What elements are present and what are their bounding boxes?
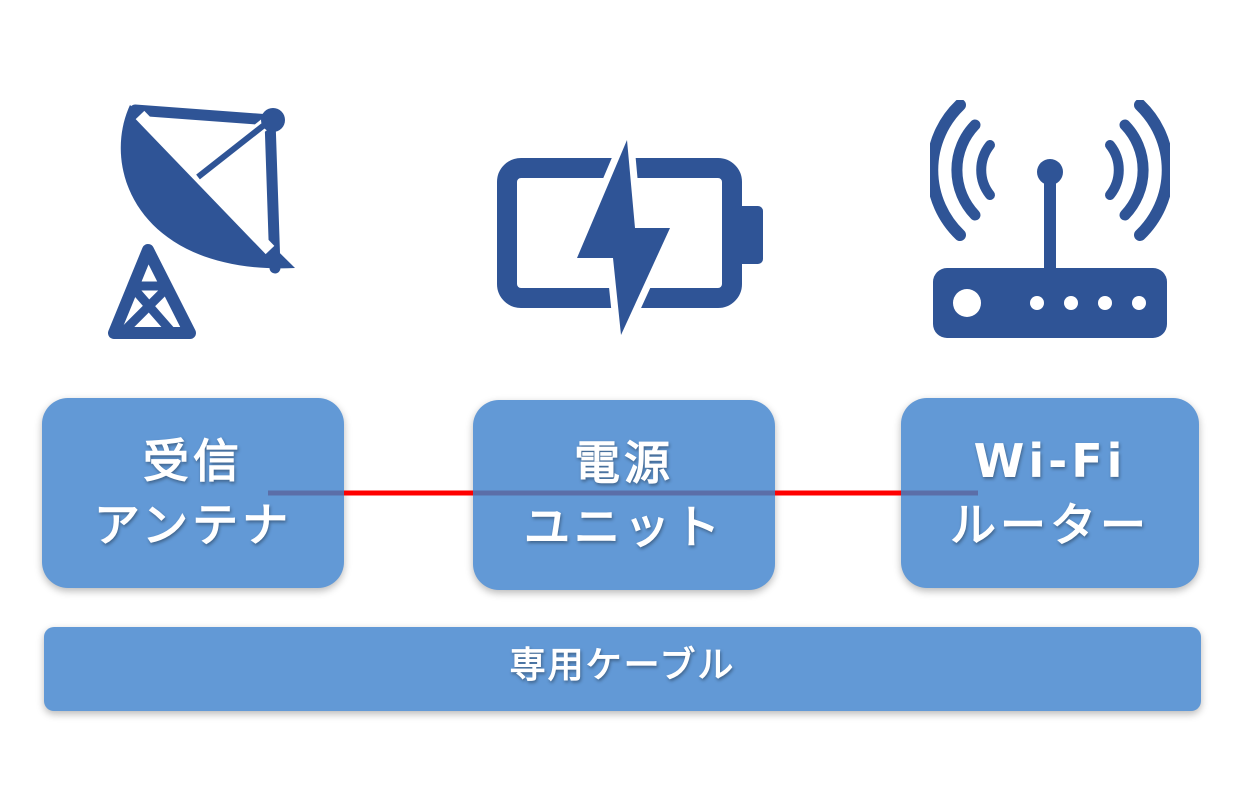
battery-charging-icon xyxy=(497,140,763,335)
dedicated-cable-bar: 専用ケーブル xyxy=(44,627,1201,711)
antenna-label-line2: アンテナ xyxy=(93,498,293,552)
power-unit-label-line2: ユニット xyxy=(524,500,724,554)
antenna-label-line1: 受信 xyxy=(143,434,243,488)
wifi-router-box: Wi-Fi ルーター xyxy=(901,398,1199,588)
cable-label: 専用ケーブル xyxy=(509,645,736,686)
wifi-router-label-line1: Wi-Fi xyxy=(973,434,1127,488)
antenna-box: 受信 アンテナ xyxy=(42,398,344,588)
wifi-router-label-line2: ルーター xyxy=(950,498,1150,552)
wifi-router-icon xyxy=(930,100,1170,338)
power-unit-label-line1: 電源 xyxy=(574,436,674,490)
satellite-dish-icon xyxy=(108,104,296,339)
power-unit-box: 電源 ユニット xyxy=(473,400,775,590)
